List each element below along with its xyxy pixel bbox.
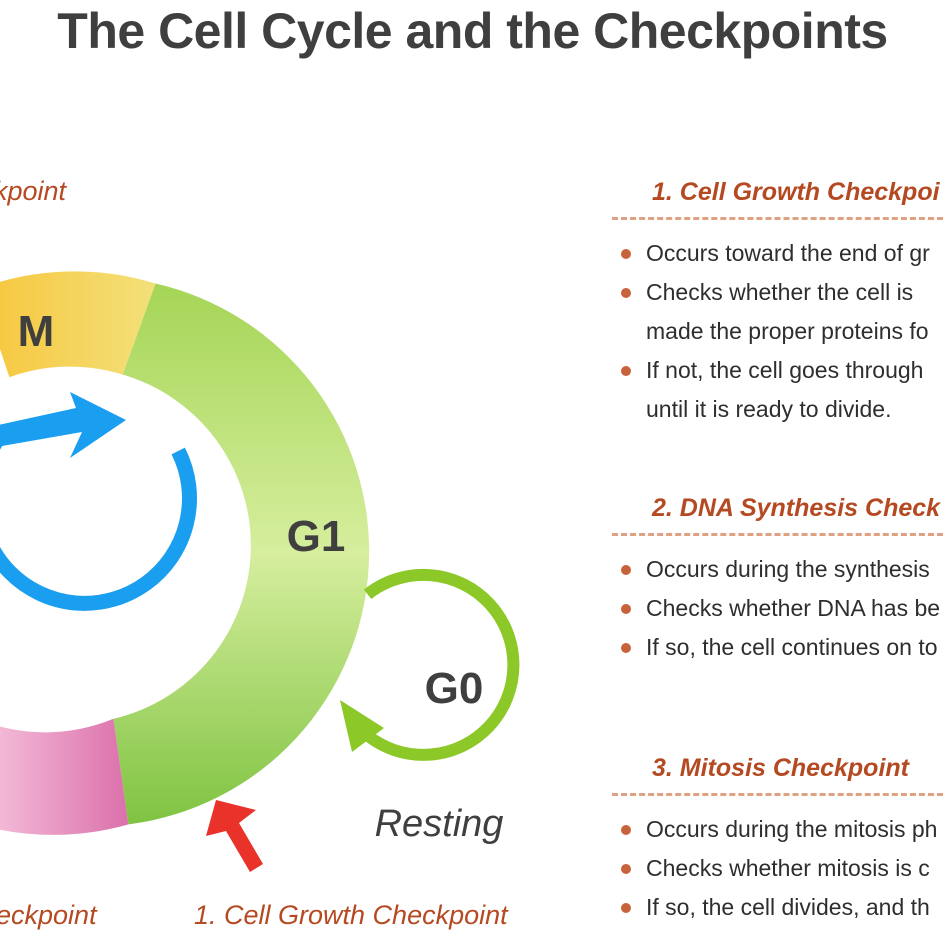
bullet-list: Occurs during the synthesis Checks wheth… xyxy=(612,550,945,667)
phase-m-label: M xyxy=(18,307,55,356)
resting-label: Resting xyxy=(375,803,504,845)
divider xyxy=(612,793,945,796)
bullet-dot-icon xyxy=(621,903,631,913)
section-heading: 1. Cell Growth Checkpoi xyxy=(652,178,940,206)
list-item: Checks whether DNA has be xyxy=(612,589,945,628)
page-title: The Cell Cycle and the Checkpoints xyxy=(57,3,888,59)
cycle-arrow-head xyxy=(0,392,126,458)
section-mitosis-checkpoint: 3. Mitosis Checkpoint Occurs during the … xyxy=(612,754,945,927)
section-heading: 3. Mitosis Checkpoint xyxy=(652,754,909,782)
phase-m-segment xyxy=(0,271,156,378)
checkpoint-label-bottom-left: eckpoint xyxy=(0,900,98,930)
list-item: Occurs toward the end of gr xyxy=(612,234,945,273)
list-item: Occurs during the synthesis xyxy=(612,550,945,589)
bullet-dot-icon xyxy=(621,643,631,653)
list-item: If so, the cell divides, and th xyxy=(612,888,945,927)
g0-loop-arrow xyxy=(363,568,520,761)
list-item: If so, the cell continues on to xyxy=(612,628,945,667)
bullet-dot-icon xyxy=(621,864,631,874)
list-item: Checks whether mitosis is c xyxy=(612,849,945,888)
checkpoint-arrow-icon xyxy=(206,800,263,872)
bullet-list: Occurs toward the end of gr Checks wheth… xyxy=(612,234,945,429)
cycle-arrow xyxy=(0,436,197,611)
phase-g0-label: G0 xyxy=(425,664,484,713)
bullet-dot-icon xyxy=(621,288,631,298)
phase-g1-label: G1 xyxy=(287,512,346,561)
bullet-dot-icon xyxy=(621,565,631,575)
bullet-dot-icon xyxy=(621,366,631,376)
g0-loop-arrow-head xyxy=(340,700,384,752)
bullet-dot-icon xyxy=(621,825,631,835)
bullet-dot-icon xyxy=(621,249,631,259)
section-cell-growth-checkpoint: 1. Cell Growth Checkpoi Occurs toward th… xyxy=(612,178,945,429)
phase-s-segment xyxy=(0,718,129,835)
divider xyxy=(612,217,945,220)
checkpoint-label-bottom: 1. Cell Growth Checkpoint xyxy=(194,900,509,930)
phase-g1-segment xyxy=(113,283,370,825)
section-dna-synthesis-checkpoint: 2. DNA Synthesis Check Occurs during the… xyxy=(612,494,945,667)
divider xyxy=(612,533,945,536)
bullet-dot-icon xyxy=(621,604,631,614)
bullet-list: Occurs during the mitosis ph Checks whet… xyxy=(612,810,945,927)
section-heading: 2. DNA Synthesis Check xyxy=(652,494,941,522)
list-item: Occurs during the mitosis ph xyxy=(612,810,945,849)
checkpoint-label-top-left: kpoint xyxy=(0,176,68,206)
